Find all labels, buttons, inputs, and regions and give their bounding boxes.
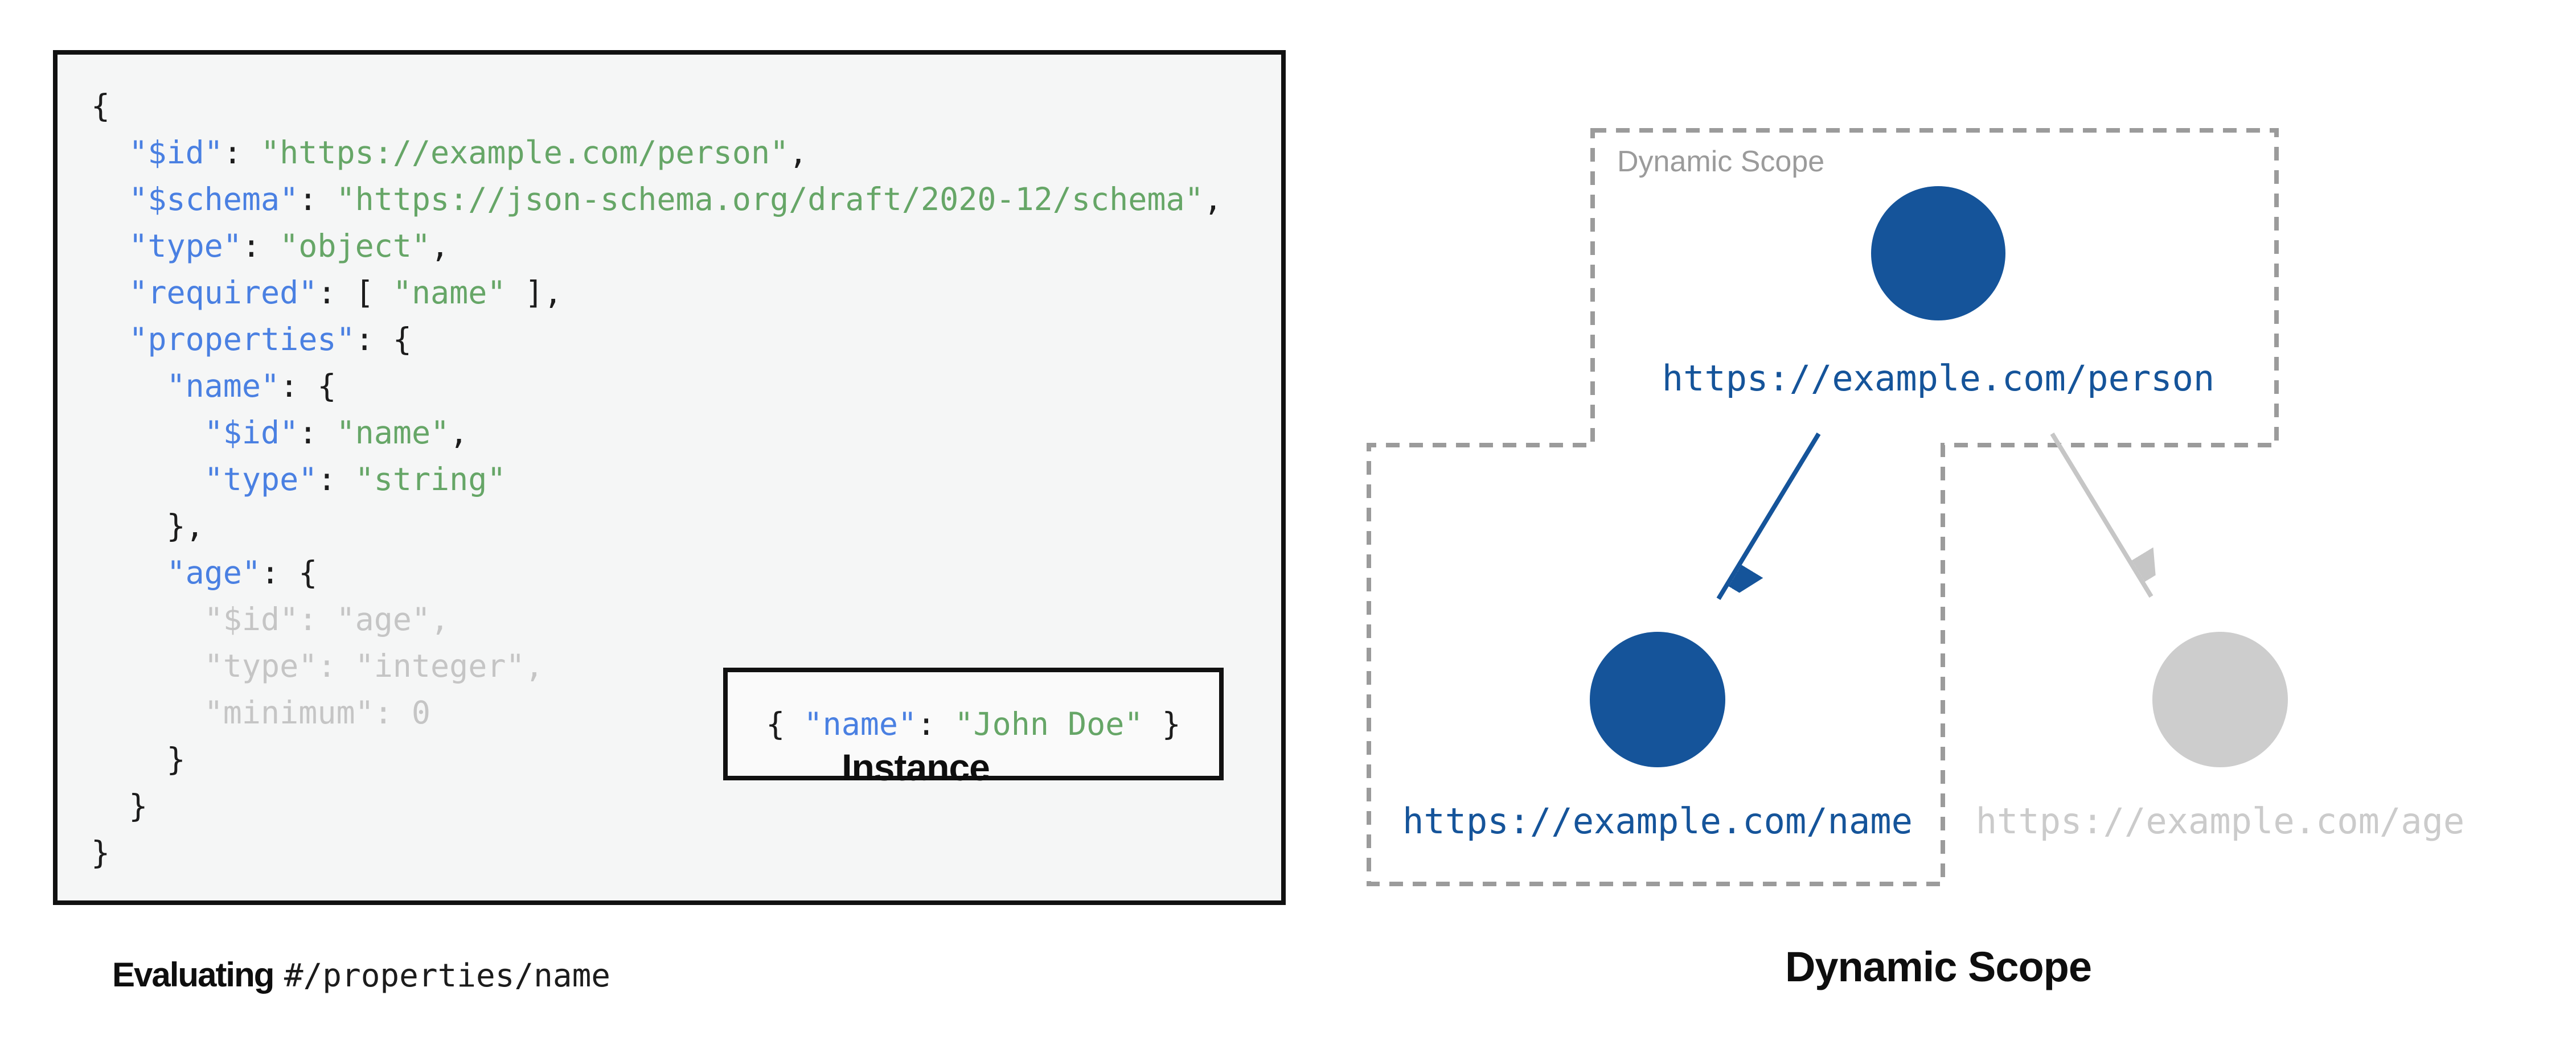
code-token: }: [91, 788, 148, 824]
code-token: :: [917, 706, 955, 742]
code-token: "name": [803, 706, 917, 742]
code-token: :: [241, 228, 280, 264]
code-token: {: [91, 88, 110, 124]
name-node-url: https://example.com/name: [1402, 800, 1913, 842]
code-token: "minimum": 0: [91, 694, 431, 731]
code-token: :: [317, 461, 355, 497]
code-token: : [: [317, 274, 393, 311]
code-line: },: [91, 503, 1223, 549]
age-node-circle: [2152, 632, 2288, 767]
name-node-circle: [1590, 632, 1725, 767]
code-token: "$id": "age",: [91, 601, 450, 637]
person-to-name-arrow: [1716, 432, 1821, 600]
code-token: ,: [1203, 181, 1223, 217]
code-line: "type": "string": [91, 456, 1223, 503]
code-line: "name": {: [91, 363, 1223, 409]
code-token: "https://example.com/person": [261, 134, 789, 171]
code-token: "type": [204, 461, 318, 497]
code-line: "$id": "name",: [91, 409, 1223, 456]
code-line: "$id": "https://example.com/person",: [91, 129, 1223, 176]
code-token: "$id": [204, 414, 299, 451]
code-line: "required": [ "name" ],: [91, 269, 1223, 316]
code-token: "John Doe": [954, 706, 1143, 742]
code-token: : {: [355, 321, 412, 357]
instance-json-line: { "name": "John Doe" }: [766, 706, 1181, 742]
code-line: "type": "integer",: [91, 643, 1223, 689]
code-line: {: [91, 83, 1223, 129]
instance-box: { "name": "John Doe" }: [723, 668, 1224, 780]
schema-code: { "$id": "https://example.com/person", "…: [91, 83, 1223, 876]
code-token: ,: [449, 414, 469, 451]
instance-code: { "name": "John Doe" }: [766, 706, 1181, 742]
code-line: }: [91, 736, 1223, 783]
code-token: : {: [261, 554, 318, 591]
code-line: "properties": {: [91, 316, 1223, 363]
code-token: {: [766, 706, 804, 742]
code-token: "string": [355, 461, 506, 497]
code-token: : {: [280, 368, 337, 404]
instance-label: Instance: [842, 746, 990, 788]
code-token: }: [91, 834, 110, 871]
code-token: "age": [166, 554, 261, 591]
code-token: :: [298, 414, 337, 451]
code-line: "minimum": 0: [91, 689, 1223, 736]
code-token: "required": [129, 274, 318, 311]
code-token: ],: [506, 274, 563, 311]
code-token: :: [298, 181, 337, 217]
evaluating-caption: Evaluating #/properties/name: [112, 955, 610, 994]
code-token: "name": [336, 414, 450, 451]
code-token: "name": [392, 274, 506, 311]
dynamic-scope-boundary-label: Dynamic Scope: [1617, 145, 1825, 178]
code-token: "$id": [129, 134, 223, 171]
caption-json-pointer: #/properties/name: [284, 957, 611, 994]
code-token: ,: [430, 228, 450, 264]
code-token: "type": [129, 228, 242, 264]
code-line: "$schema": "https://json-schema.org/draf…: [91, 176, 1223, 223]
age-node-url: https://example.com/age: [1975, 800, 2465, 842]
code-line: "age": {: [91, 549, 1223, 596]
schema-panel: { "$id": "https://example.com/person", "…: [53, 50, 1286, 905]
person-node-url: https://example.com/person: [1662, 357, 2215, 399]
code-token: "https://json-schema.org/draft/2020-12/s…: [336, 181, 1204, 217]
code-token: "properties": [129, 321, 355, 357]
code-token: "type": "integer",: [91, 648, 544, 684]
person-node-circle: [1871, 186, 2005, 320]
dynamic-scope-boundary: [1367, 128, 2279, 886]
code-token: "$schema": [129, 181, 299, 217]
code-line: }: [91, 829, 1223, 876]
diagram-title: Dynamic Scope: [1785, 943, 2092, 990]
code-token: "object": [280, 228, 431, 264]
code-token: :: [223, 134, 261, 171]
code-token: "name": [166, 368, 280, 404]
code-token: ,: [789, 134, 808, 171]
code-line: "type": "object",: [91, 223, 1223, 269]
code-token: }: [91, 741, 186, 778]
code-token: },: [91, 508, 204, 544]
code-line: }: [91, 783, 1223, 829]
person-to-age-arrow: [2050, 432, 2151, 598]
caption-prefix: Evaluating: [112, 956, 274, 994]
code-token: }: [1143, 706, 1181, 742]
code-line: "$id": "age",: [91, 596, 1223, 643]
